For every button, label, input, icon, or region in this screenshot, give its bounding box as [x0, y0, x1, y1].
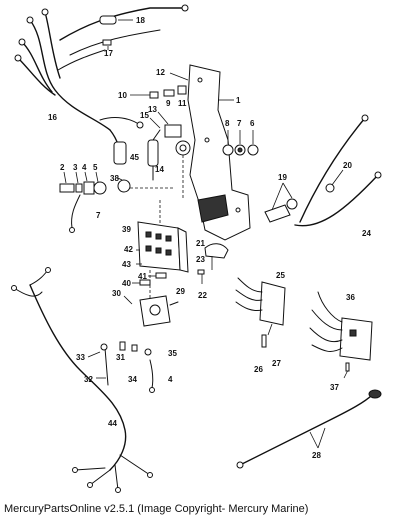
callout-13: 13 [148, 105, 157, 114]
ignition-coil [123, 295, 179, 327]
callout-25: 25 [276, 271, 285, 280]
callout-33: 33 [76, 353, 85, 362]
callout-44: 44 [108, 419, 117, 428]
callout-32: 32 [84, 375, 93, 384]
callout-3: 3 [73, 163, 78, 172]
callout-27: 27 [272, 359, 281, 368]
callout-21: 21 [196, 239, 205, 248]
callout-40: 40 [122, 279, 131, 288]
callout-38: 38 [110, 174, 119, 183]
callout-19: 19 [278, 173, 287, 182]
callout-7b: 7 [96, 211, 101, 220]
callout-16: 16 [48, 113, 57, 122]
callout-17: 17 [104, 49, 113, 58]
callout-26: 26 [254, 365, 263, 374]
switch-box-module [136, 221, 189, 273]
callout-2: 2 [60, 163, 65, 172]
fuse-holder-part [99, 15, 133, 50]
callout-10: 10 [118, 91, 127, 100]
battery-cable [236, 389, 382, 469]
callout-labels: 18 17 12 10 9 11 1 13 16 15 8 7 6 45 14 … [48, 16, 371, 460]
callout-20: 20 [343, 161, 352, 170]
switch-assembly [149, 111, 191, 156]
callout-18: 18 [136, 16, 145, 25]
terminal-assembly-left [59, 171, 131, 233]
callout-28: 28 [312, 451, 321, 460]
lower-leads [87, 341, 155, 393]
callout-6: 6 [250, 119, 255, 128]
wiring-harness-lower [11, 267, 153, 493]
callout-9: 9 [166, 99, 171, 108]
callout-22: 22 [198, 291, 207, 300]
ground-cable-upper [299, 114, 369, 223]
wiring-harness-upper [14, 4, 189, 165]
clamp-parts [197, 243, 229, 284]
callout-42: 42 [124, 245, 133, 254]
callout-30: 30 [112, 289, 121, 298]
callout-31: 31 [116, 353, 125, 362]
callout-23: 23 [196, 255, 205, 264]
callout-43: 43 [122, 260, 131, 269]
callout-41: 41 [138, 272, 147, 281]
parts-diagram: 18 17 12 10 9 11 1 13 16 15 8 7 6 45 14 … [11, 4, 382, 493]
callout-14: 14 [155, 165, 164, 174]
callout-8: 8 [225, 119, 230, 128]
callout-5: 5 [93, 163, 98, 172]
screws-41-40 [132, 272, 167, 286]
main-bracket [187, 64, 251, 241]
image-caption: MercuryPartsOnline v2.5.1 (Image Copyrig… [4, 503, 309, 515]
callout-4: 4 [82, 163, 87, 172]
callout-24: 24 [362, 229, 371, 238]
callout-34: 34 [128, 375, 137, 384]
callout-15: 15 [140, 111, 149, 120]
callout-45: 45 [130, 153, 139, 162]
rectifier-part [235, 277, 286, 348]
callout-37: 37 [330, 383, 339, 392]
callout-11: 11 [178, 99, 187, 108]
bracket-hardware [130, 72, 189, 99]
callout-39: 39 [122, 225, 131, 234]
cdi-module [309, 291, 373, 379]
callout-7: 7 [237, 119, 242, 128]
callout-35: 35 [168, 349, 177, 358]
callout-4b: 4 [168, 375, 173, 384]
capacitor-part [147, 129, 161, 181]
grommet-parts [264, 169, 382, 227]
callout-12: 12 [156, 68, 165, 77]
callout-1: 1 [236, 96, 241, 105]
washer-stack [222, 130, 259, 156]
callout-29: 29 [176, 287, 185, 296]
callout-36: 36 [346, 293, 355, 302]
